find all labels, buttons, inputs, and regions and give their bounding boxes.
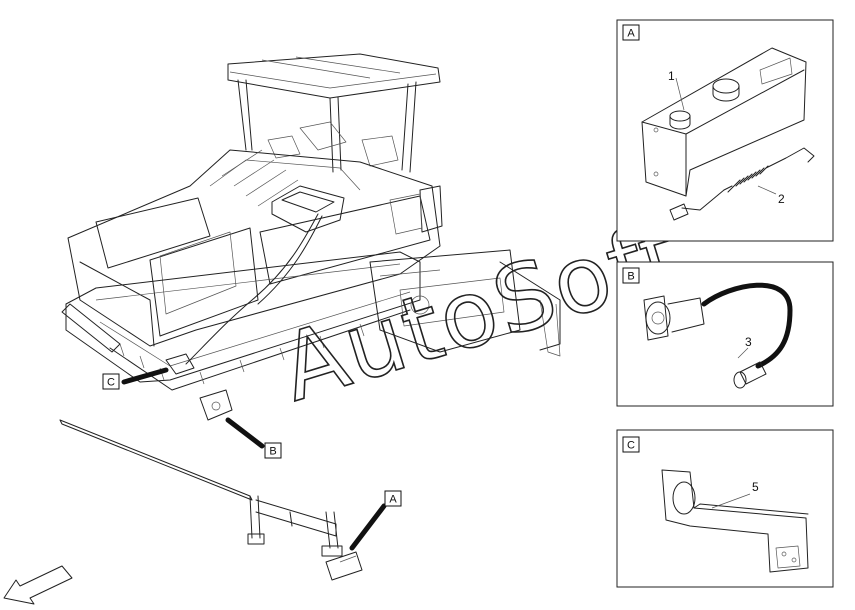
callout-a-label: A — [389, 494, 397, 506]
panel-c-tag: C — [627, 440, 635, 452]
detail-panel-a: A 1 2 — [616, 19, 834, 242]
direction-arrow-icon — [3, 565, 73, 605]
detail-panel-b: B 3 — [616, 261, 834, 407]
sensor-beam-illustration — [59, 419, 363, 581]
panel-a-item-2: 2 — [778, 192, 785, 206]
panel-a-item-1: 1 — [668, 69, 675, 83]
callout-c: C — [102, 367, 169, 390]
panel-a-tag: A — [627, 28, 635, 40]
callout-c-label: C — [107, 377, 115, 389]
panel-b-item-3: 3 — [745, 335, 752, 349]
detail-panel-c: C 5 — [616, 429, 834, 588]
callout-a: A — [349, 490, 402, 551]
panel-b-tag: B — [627, 271, 634, 283]
paver-machine-illustration — [61, 53, 561, 421]
panel-c-item-5: 5 — [752, 480, 759, 494]
callout-b: B — [225, 417, 282, 459]
callout-b-label: B — [269, 446, 276, 458]
